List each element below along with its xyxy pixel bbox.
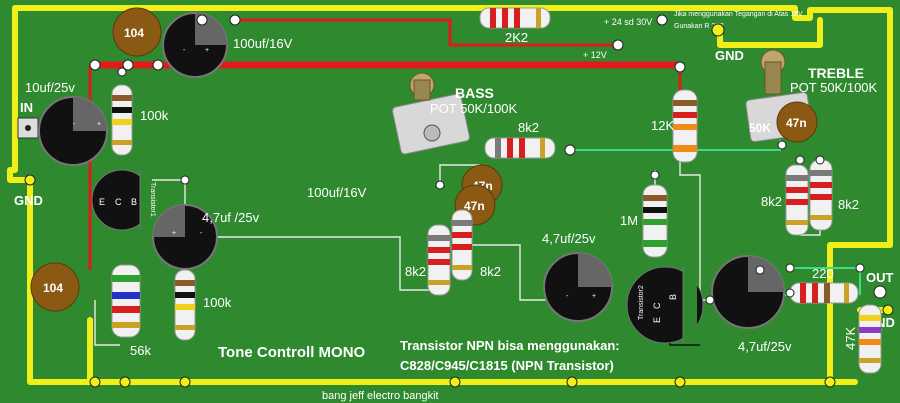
cap-100uf-top-label: 100uf/16V: [233, 36, 293, 51]
t2-pin-e: E: [652, 317, 662, 323]
supply-label: + 24 sd 30V: [604, 17, 652, 27]
resistor-2k2: [479, 7, 551, 29]
resistor-8k2-left: [427, 224, 451, 296]
transistor-1: [91, 169, 153, 231]
transistor-note-line1: Transistor NPN bisa menggunakan:: [400, 338, 620, 353]
gnd-right-pad[interactable]: [882, 304, 894, 316]
cap-4u7-left-minus: -: [200, 230, 203, 237]
cap-104-left-label: 104: [43, 281, 63, 295]
treble-title: TREBLE: [808, 65, 864, 81]
resistor-8k2-right-label: 8k2: [480, 264, 501, 279]
resistor-220-label: 220: [812, 266, 834, 281]
gnd-top-pad[interactable]: [711, 23, 725, 37]
pad: [564, 144, 576, 156]
v12-pad[interactable]: [612, 39, 624, 51]
resistor-8k2-bass: [484, 137, 556, 159]
resistor-8k2-right: [451, 209, 473, 281]
output-pad[interactable]: [873, 285, 887, 299]
resistor-100k-bottom-label: 100k: [203, 295, 232, 310]
resistor-8k2-bass-label: 8k2: [518, 120, 539, 135]
resistor-12k: [672, 89, 698, 163]
pad: [89, 59, 101, 71]
electrolytic-cap-4u7-right: [711, 255, 785, 329]
ceramic-cap-104-top: [112, 7, 162, 57]
transistor-2: [626, 266, 704, 344]
resistor-8k2-treble-a-label: 8k2: [761, 194, 782, 209]
transistor-note-line2: C828/C945/C1815 (NPN Transistor): [400, 358, 614, 373]
electrolytic-cap-4u7-mid: [543, 252, 613, 322]
component-pads: [117, 61, 865, 305]
resistor-47k-label: 47K: [843, 327, 858, 350]
treble-knob-label: 50K: [749, 121, 771, 135]
input-terminal[interactable]: [17, 117, 39, 139]
t1-pin-c: C: [115, 197, 122, 207]
ceramic-cap-47n-c: [776, 101, 818, 143]
cap-100uf-mid-label: 100uf/16V: [307, 185, 367, 200]
resistor-100k-bottom: [174, 269, 196, 341]
cap-4u7-left-label: 4,7uf /25v: [202, 210, 260, 225]
electrolytic-cap-100uf-top: [162, 12, 228, 78]
cap-10uf-label: 10uf/25v: [25, 80, 75, 95]
resistor-220: [789, 282, 859, 304]
cap-4u7-mid-minus: -: [566, 293, 569, 300]
resistor-8k2-treble-b-label: 8k2: [838, 197, 859, 212]
supply-note-2: Gunakan R 2K2: [674, 23, 724, 30]
v12-label: + 12V: [583, 50, 607, 60]
resistor-100k-top: [111, 84, 133, 156]
pad: [196, 14, 208, 26]
cap-47n-c-label: 47n: [786, 116, 807, 130]
cap-100uf-top-plus: +: [205, 47, 209, 54]
supply-note-1: Jika menggunakan Tegangan di Atas 18V: [674, 11, 803, 18]
ground-pads: [24, 174, 836, 388]
bass-potentiometer[interactable]: [392, 72, 470, 155]
cap-104-top-label: 104: [124, 26, 144, 40]
resistor-56k-label: 56k: [130, 343, 151, 358]
bass-title: BASS: [455, 85, 494, 101]
bass-value: POT 50K/100K: [430, 101, 518, 116]
resistor-12k-label: 12K: [651, 118, 674, 133]
t2-pin-b: B: [668, 294, 678, 300]
resistor-56k: [111, 264, 141, 338]
resistor-1m-label: 1M: [620, 213, 638, 228]
cap-4u7-right-label: 4,7uf/25v: [738, 339, 792, 354]
t1-pin-e: E: [99, 197, 105, 207]
input-label: IN: [20, 100, 33, 115]
resistor-2k2-label: 2K2: [505, 30, 528, 45]
pad: [229, 14, 241, 26]
treble-value: POT 50K/100K: [790, 80, 878, 95]
cap-4u7-mid-plus: +: [592, 293, 596, 300]
cap-4u7-left-plus: +: [172, 230, 176, 237]
resistor-100k-top-label: 100k: [140, 108, 169, 123]
pad: [122, 59, 134, 71]
resistor-8k2-treble-b: [809, 159, 833, 231]
cap-10uf-minus: -: [73, 121, 76, 128]
resistor-1m: [642, 184, 668, 258]
electrolytic-cap-4u7-left: [152, 204, 218, 270]
ceramic-cap-104-left: [30, 262, 80, 312]
electrolytic-cap-10uf: [38, 96, 108, 166]
resistor-8k2-left-label: 8k2: [405, 264, 426, 279]
credit: bang jeff electro bangkit: [322, 390, 439, 402]
t1-pin-b: B: [131, 197, 137, 207]
t2-pin-c: C: [652, 302, 662, 309]
cap-47n-b-label: 47n: [464, 199, 485, 213]
transistor-2-label: Transistor2: [638, 285, 645, 320]
gnd-left-label: GND: [14, 193, 43, 208]
cap-10uf-plus: +: [97, 121, 101, 128]
board-title: Tone Controll MONO: [218, 344, 366, 361]
resistor-47k: [858, 304, 882, 374]
resistor-8k2-treble-a: [785, 164, 809, 236]
cap-100uf-top-minus: -: [183, 47, 186, 54]
pad: [152, 59, 164, 71]
gnd-top-label: GND: [715, 48, 744, 63]
supply-pad[interactable]: [656, 14, 668, 26]
transistor-1-label: Transistor1: [149, 182, 156, 217]
ground-track: [7, 5, 893, 385]
cap-4u7-mid-label: 4,7uf/25v: [542, 231, 596, 246]
output-label: OUT: [866, 270, 894, 285]
